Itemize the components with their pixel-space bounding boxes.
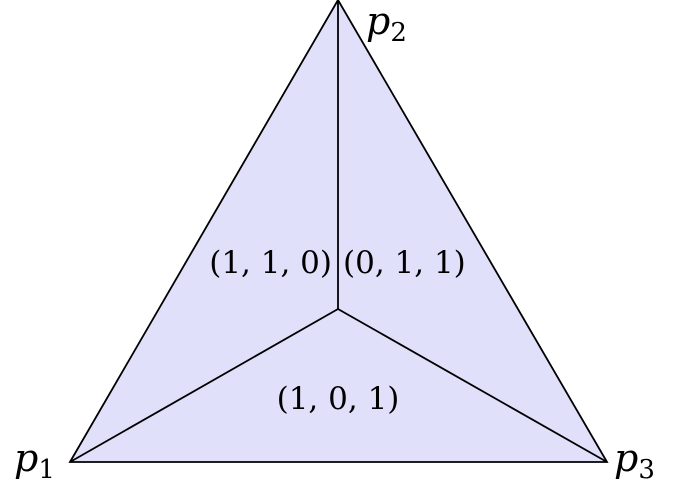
- region-label-right: (0, 1, 1): [343, 245, 466, 281]
- vertex-p2-letter: p: [366, 0, 390, 43]
- edge-center-to-p1: [69, 308, 339, 463]
- region-label-bottom: (1, 0, 1): [277, 381, 400, 417]
- vertex-label-p3: p3: [614, 436, 655, 485]
- edge-center-to-p3: [337, 308, 608, 463]
- vertex-label-p2: p2: [366, 0, 407, 48]
- vertex-p3-letter: p: [614, 436, 638, 480]
- vertex-p1-letter: p: [14, 436, 38, 480]
- vertex-label-p1: p1: [14, 436, 55, 485]
- vertex-p1-subscript: 1: [38, 455, 55, 485]
- region-label-left: (1, 1, 0): [209, 245, 332, 281]
- vertex-p3-subscript: 3: [638, 455, 655, 485]
- vertex-p2-subscript: 2: [390, 18, 407, 48]
